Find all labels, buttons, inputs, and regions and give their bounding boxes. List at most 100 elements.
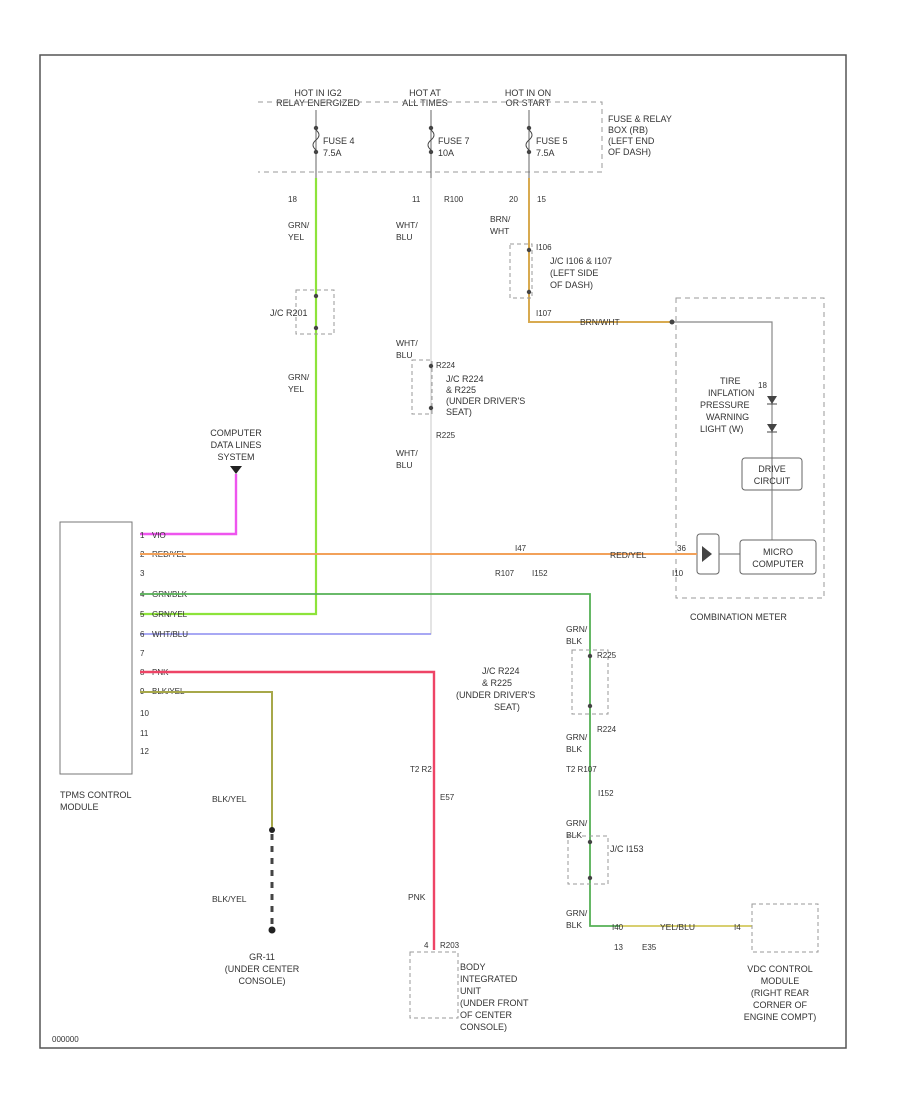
- svg-text:R225: R225: [436, 431, 456, 440]
- svg-text:7.5A: 7.5A: [323, 148, 342, 158]
- svg-text:& R225: & R225: [446, 385, 476, 395]
- svg-text:10A: 10A: [438, 148, 454, 158]
- meter-input-buffer: [696, 533, 740, 575]
- svg-text:(LEFT END: (LEFT END: [608, 136, 655, 146]
- svg-text:GRN/: GRN/: [288, 220, 310, 230]
- conn-i4: I4: [734, 923, 741, 932]
- wire-vio: [140, 474, 238, 536]
- svg-text:5: 5: [140, 610, 145, 619]
- fuse-box-outline: [258, 101, 603, 173]
- svg-text:(UNDER DRIVER'S: (UNDER DRIVER'S: [456, 690, 535, 700]
- wire-grn-yel-main: [140, 178, 318, 616]
- wire-label-yel-blu: YEL/BLU: [660, 922, 695, 932]
- svg-text:R224: R224: [436, 361, 456, 370]
- svg-text:PRESSURE: PRESSURE: [700, 400, 750, 410]
- svg-text:OF CENTER: OF CENTER: [460, 1010, 513, 1020]
- combination-meter-label: COMBINATION METER: [690, 612, 787, 622]
- svg-text:3: 3: [140, 569, 145, 578]
- svg-text:GRN/: GRN/: [566, 732, 588, 742]
- wire-label-wht-blu-2: WHT/ BLU: [396, 338, 418, 360]
- svg-text:INFLATION: INFLATION: [708, 388, 754, 398]
- pin-fuse7: 11: [412, 195, 421, 204]
- pin-fuse4: 18: [288, 195, 297, 204]
- svg-text:BLU: BLU: [396, 350, 413, 360]
- svg-text:HOT IN ON: HOT IN ON: [505, 88, 551, 98]
- svg-text:FUSE & RELAY: FUSE & RELAY: [608, 114, 672, 124]
- svg-text:7: 7: [140, 649, 145, 658]
- svg-text:BRN/: BRN/: [490, 214, 511, 224]
- wire-grn-blk: [140, 593, 752, 927]
- svg-text:BODY: BODY: [460, 962, 486, 972]
- svg-text:WHT: WHT: [490, 226, 509, 236]
- svg-text:OF DASH): OF DASH): [550, 280, 593, 290]
- svg-text:VIO: VIO: [152, 531, 166, 540]
- wire-pnk: [140, 670, 436, 950]
- svg-text:R224: R224: [597, 725, 617, 734]
- svg-text:& R225: & R225: [482, 678, 512, 688]
- power-source-on: HOT IN ON OR START: [505, 88, 551, 108]
- conn-t2-r107: T2 R107: [566, 765, 597, 774]
- conn-fuse7: R100: [444, 195, 464, 204]
- conn-r4: 4: [424, 941, 429, 950]
- svg-text:J/C I106 & I107: J/C I106 & I107: [550, 256, 612, 266]
- svg-text:BLU: BLU: [396, 232, 413, 242]
- wire-label-pnk: PNK: [408, 892, 426, 902]
- ground-terminal-top: [269, 827, 275, 833]
- wire-label-grn-yel-1: GRN/ YEL: [288, 220, 310, 242]
- svg-text:TPMS CONTROL: TPMS CONTROL: [60, 790, 132, 800]
- svg-text:CIRCUIT: CIRCUIT: [754, 476, 791, 486]
- svg-text:INTEGRATED: INTEGRATED: [460, 974, 518, 984]
- svg-text:RELAY ENERGIZED: RELAY ENERGIZED: [276, 98, 360, 108]
- conn-e35: E35: [642, 943, 657, 952]
- jc-i153: J/C I153: [567, 835, 644, 885]
- wire-wht-blu-main: [140, 178, 432, 635]
- power-source-ig2: HOT IN IG2 RELAY ENERGIZED: [276, 88, 360, 108]
- jc-r224: R224 J/C R224 & R225 (UNDER DRIVER'S SEA…: [411, 359, 525, 440]
- conn-r107: R107: [495, 569, 515, 578]
- wire-label-grn-blk-4: GRN/ BLK: [566, 908, 588, 930]
- wire-label-grn-yel-2: GRN/ YEL: [288, 372, 310, 394]
- wire-label-wht-blu-1: WHT/ BLU: [396, 220, 418, 242]
- svg-text:R225: R225: [597, 651, 617, 660]
- svg-text:FUSE 7: FUSE 7: [438, 136, 470, 146]
- wire-label-blk-yel-2: BLK/YEL: [212, 894, 247, 904]
- svg-text:LIGHT (W): LIGHT (W): [700, 424, 743, 434]
- svg-text:MODULE: MODULE: [60, 802, 99, 812]
- svg-text:HOT IN IG2: HOT IN IG2: [294, 88, 341, 98]
- pin-fuse5: 20: [509, 195, 518, 204]
- svg-text:YEL: YEL: [288, 232, 304, 242]
- svg-text:BLK: BLK: [566, 744, 582, 754]
- tpms-control-module: [59, 521, 133, 775]
- svg-text:BLK: BLK: [566, 920, 582, 930]
- svg-text:BLU: BLU: [396, 460, 413, 470]
- svg-text:SYSTEM: SYSTEM: [217, 452, 254, 462]
- svg-text:ENGINE COMPT): ENGINE COMPT): [744, 1012, 817, 1022]
- wire-label-red-yel: RED/YEL: [610, 550, 647, 560]
- computer-data-lines-system: COMPUTER DATA LINES SYSTEM: [210, 428, 262, 474]
- conn-e57-top: E57: [440, 793, 455, 802]
- svg-text:VDC CONTROL: VDC CONTROL: [747, 964, 813, 974]
- svg-text:J/C R224: J/C R224: [482, 666, 520, 676]
- tpms-pin-list: 1 VIO 2 RED/YEL 3 4 GRN/BLK 5 GRN/YEL 6 …: [140, 531, 188, 756]
- svg-text:1: 1: [140, 531, 145, 540]
- svg-text:(LEFT SIDE: (LEFT SIDE: [550, 268, 598, 278]
- svg-text:12: 12: [140, 747, 149, 756]
- svg-text:BOX (RB): BOX (RB): [608, 125, 648, 135]
- svg-text:J/C R224: J/C R224: [446, 374, 484, 384]
- svg-text:MODULE: MODULE: [761, 976, 800, 986]
- tire-pressure-warning-light: TIRE INFLATION PRESSURE WARNING LIGHT (W…: [700, 376, 777, 434]
- diagram-border: [39, 54, 847, 1049]
- fuse-4: FUSE 4 7.5A: [312, 110, 355, 178]
- svg-text:J/C I153: J/C I153: [610, 844, 644, 854]
- svg-text:HOT AT: HOT AT: [409, 88, 441, 98]
- svg-text:WARNING: WARNING: [706, 412, 749, 422]
- fuse-box-label: FUSE & RELAY BOX (RB) (LEFT END OF DASH): [608, 114, 672, 157]
- jc-r201: J/C R201: [270, 289, 335, 335]
- svg-text:CONSOLE): CONSOLE): [460, 1022, 507, 1032]
- svg-text:SEAT): SEAT): [446, 407, 472, 417]
- svg-text:FUSE 5: FUSE 5: [536, 136, 568, 146]
- micro-computer: MICRO COMPUTER: [739, 539, 817, 575]
- svg-text:ALL TIMES: ALL TIMES: [402, 98, 448, 108]
- jc-r224-second: R225 J/C R224 & R225 (UNDER DRIVER'S SEA…: [456, 649, 617, 734]
- svg-text:GRN/: GRN/: [288, 372, 310, 382]
